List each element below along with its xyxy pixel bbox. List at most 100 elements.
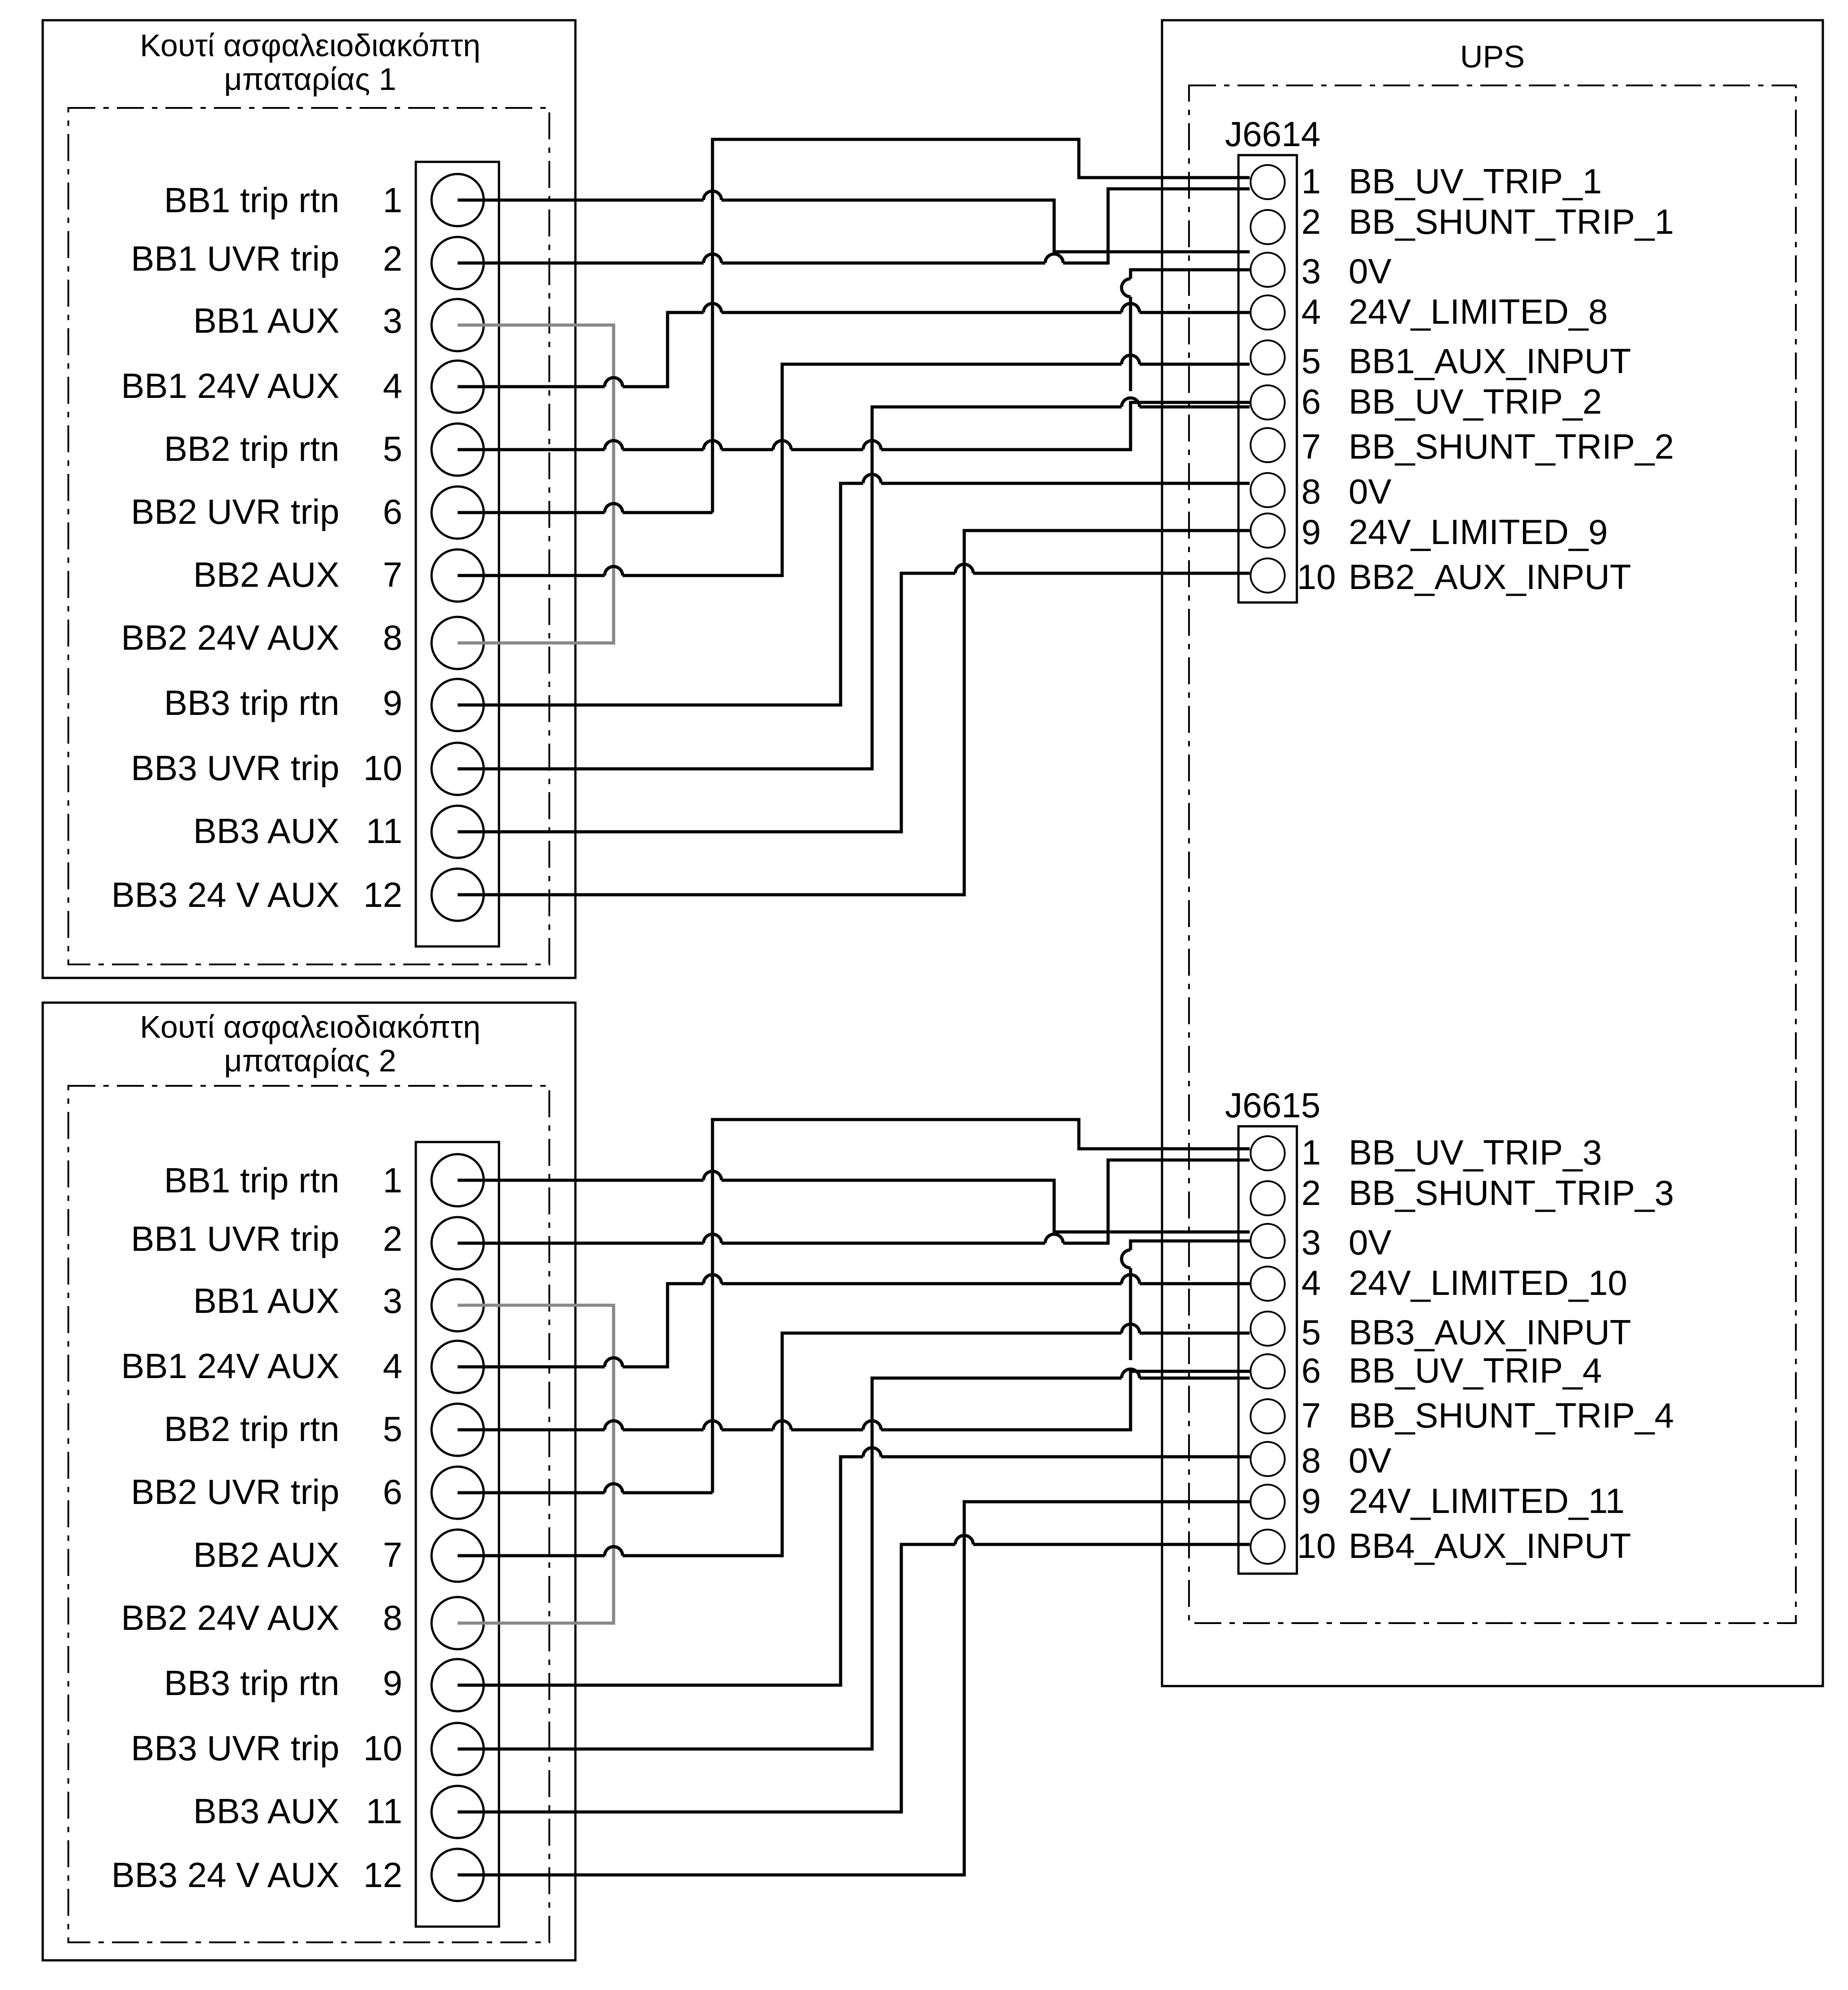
- terminal-number: 12: [363, 875, 402, 915]
- pin-signal: BB2_AUX_INPUT: [1349, 557, 1631, 597]
- pin-number: 6: [1301, 1351, 1321, 1390]
- wire: [1129, 268, 1250, 279]
- battery-box-2-inner-boundary: [67, 1085, 550, 1943]
- connector-pin: [1250, 294, 1286, 330]
- terminal-number: 8: [383, 618, 402, 657]
- pin-number: 9: [1301, 512, 1321, 552]
- connector-j6614: J6614 1 BB_UV_TRIP_1 2 BB_SHUNT_TRIP_1 3…: [1225, 114, 1674, 604]
- terminal-label: BB1 UVR trip: [131, 239, 339, 278]
- pin-signal: 24V_LIMITED_11: [1349, 1481, 1625, 1521]
- terminal-label: BB2 trip rtn: [164, 429, 339, 468]
- terminal-label: BB2 trip rtn: [164, 1409, 339, 1449]
- connector-pin: [1250, 1223, 1286, 1259]
- wire: [458, 1455, 863, 1687]
- pin-signal: 0V: [1349, 251, 1391, 291]
- terminal-number: 5: [383, 429, 402, 468]
- battery-box-1-title-line2: μπαταρίας 1: [224, 62, 396, 97]
- terminal-number: 10: [363, 748, 402, 788]
- ups-title: UPS: [1460, 39, 1525, 74]
- terminal-number: 4: [383, 1346, 402, 1386]
- wire-crossover: [603, 565, 624, 576]
- connector-pin: [1250, 252, 1286, 288]
- pin-number: 2: [1301, 1173, 1321, 1213]
- pin-number: 10: [1297, 557, 1336, 597]
- connector-j6615: J6615 1 BB_UV_TRIP_3 2 BB_SHUNT_TRIP_3 3…: [1225, 1085, 1674, 1575]
- terminal-number: 7: [383, 555, 402, 594]
- wire: [623, 311, 704, 388]
- terminal-label: BB2 UVR trip: [131, 1472, 339, 1512]
- connector-pin: [1250, 427, 1286, 463]
- wire-crossover: [603, 1545, 624, 1556]
- wire-crossover: [603, 376, 624, 387]
- connector-pin: [1250, 1266, 1286, 1302]
- pin-number: 4: [1301, 292, 1321, 331]
- connector-pin: [1250, 339, 1286, 375]
- connector-pin: [1250, 1311, 1286, 1347]
- pin-number: 9: [1301, 1481, 1321, 1521]
- connector-pin: [1250, 164, 1286, 200]
- pin-number: 7: [1301, 427, 1321, 466]
- wire: [721, 1178, 1250, 1234]
- wire-crossover: [1120, 353, 1141, 365]
- terminal-label: BB3 24 V AUX: [111, 1855, 339, 1895]
- terminal-number: 4: [383, 366, 402, 406]
- connector-pin: [1250, 1398, 1286, 1434]
- pin-signal: 24V_LIMITED_9: [1349, 512, 1608, 552]
- pin-signal: BB4_AUX_INPUT: [1349, 1526, 1631, 1566]
- pin-number: 1: [1301, 161, 1321, 201]
- pin-number: 8: [1301, 1441, 1321, 1480]
- wire: [458, 529, 1250, 897]
- wire: [1063, 187, 1250, 265]
- terminal-number: 3: [383, 1281, 402, 1321]
- connector-pin: [1250, 1353, 1286, 1389]
- wiring-set-2: [458, 1118, 1250, 1877]
- pin-number: 3: [1301, 1223, 1321, 1262]
- pin-signal: 0V: [1349, 1441, 1391, 1480]
- terminal-label: BB3 24 V AUX: [111, 875, 339, 915]
- pin-number: 5: [1301, 341, 1321, 381]
- wire: [623, 1282, 704, 1369]
- battery-box-2-terminals: BB1 trip rtn 1 BB1 UVR trip 2 BB1 AUX 3 …: [111, 1160, 402, 1895]
- terminal-label: BB2 AUX: [193, 555, 339, 594]
- wire-crossover: [603, 1419, 624, 1430]
- connector-pin: [1250, 384, 1286, 420]
- wire: [458, 1543, 955, 1814]
- jumper-wire: [458, 323, 615, 645]
- pin-signal: 24V_LIMITED_8: [1349, 292, 1608, 331]
- wire-crossover: [1120, 1322, 1141, 1334]
- wire: [458, 1500, 1250, 1877]
- terminal-label: BB2 UVR trip: [131, 492, 339, 531]
- terminal-number: 3: [383, 301, 402, 340]
- connector-pin: [1250, 1180, 1286, 1216]
- terminal-number: 7: [383, 1535, 402, 1575]
- terminal-label: BB3 UVR trip: [131, 748, 339, 788]
- pin-signal: BB_SHUNT_TRIP_3: [1349, 1173, 1674, 1213]
- terminal-number: 1: [383, 180, 402, 220]
- battery-box-2-frame: [41, 1001, 577, 1962]
- terminal-label: BB3 UVR trip: [131, 1728, 339, 1768]
- wire: [458, 405, 1122, 771]
- connector-pin: [1250, 1135, 1286, 1171]
- connector-pin: [1250, 1484, 1286, 1520]
- battery-box-2-title-line1: Κουτί ασφαλειοδιακόπτη: [140, 1009, 481, 1044]
- wire-crossover: [1043, 1232, 1065, 1244]
- pin-signal: 0V: [1349, 1223, 1391, 1262]
- wire: [711, 1118, 1250, 1493]
- terminal-number: 6: [383, 492, 402, 531]
- terminal-number: 10: [363, 1728, 402, 1768]
- connector-pin: [1250, 513, 1286, 549]
- wire-crossover: [1120, 1367, 1141, 1379]
- pin-signal: 0V: [1349, 472, 1391, 511]
- terminal-number: 9: [383, 683, 402, 723]
- wire-crossover: [1120, 277, 1131, 299]
- battery-box-2-title-line2: μπαταρίας 2: [224, 1043, 396, 1078]
- wire-crossover: [702, 439, 723, 450]
- pin-number: 2: [1301, 202, 1321, 241]
- jumper-wire: [458, 1303, 615, 1625]
- pin-signal: BB_UV_TRIP_4: [1349, 1351, 1602, 1390]
- pin-signal: BB_SHUNT_TRIP_4: [1349, 1396, 1674, 1435]
- ups-frame: [1161, 19, 1824, 1687]
- wire-crossover: [603, 1356, 624, 1367]
- pin-signal: BB_UV_TRIP_1: [1349, 161, 1602, 201]
- wire-crossover: [1120, 396, 1141, 407]
